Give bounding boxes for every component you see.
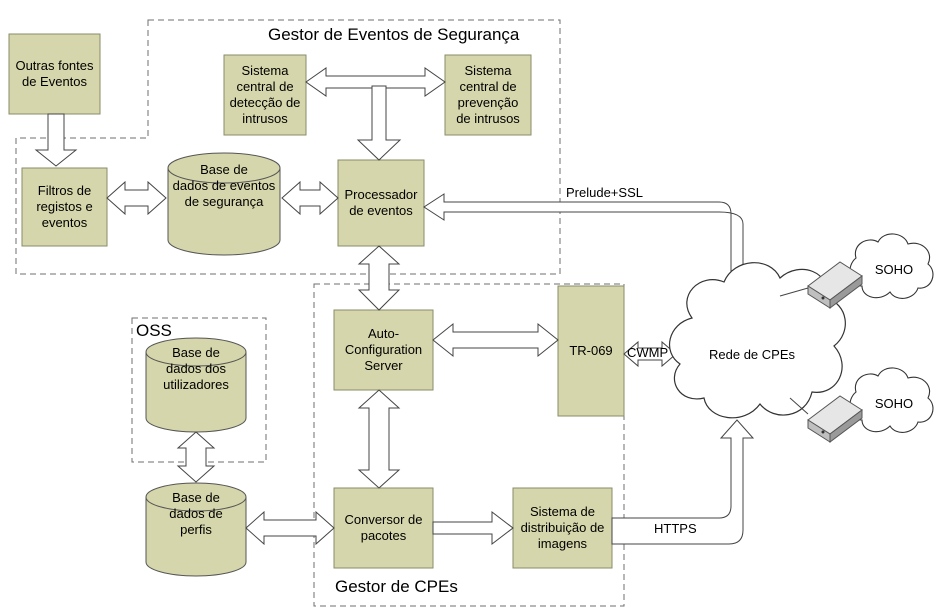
other-sources-label: Outras fontes de Eventos bbox=[15, 57, 94, 89]
packet-converter-box bbox=[333, 487, 434, 569]
filters-box bbox=[21, 167, 108, 247]
router-icon-2 bbox=[807, 395, 863, 443]
arrow-processor-acs bbox=[357, 245, 401, 311]
arrow-ids-ips-to-processor bbox=[356, 85, 402, 161]
oss-title: OSS bbox=[136, 321, 172, 340]
security-manager-title: Gestor de Eventos de Segurança bbox=[268, 25, 520, 44]
profiles-db-cylinder bbox=[145, 482, 247, 577]
arrow-eventdb-processor bbox=[281, 180, 339, 216]
ids-box bbox=[223, 54, 307, 136]
cwmp-label: CWMP bbox=[627, 345, 669, 360]
arrow-cloud-to-processor bbox=[423, 193, 744, 279]
link-cloud-router-1 bbox=[779, 287, 809, 297]
ips-label: Sistema central de prevenção de intrusos bbox=[456, 62, 520, 127]
image-distribution-label: Sistema de distribuição de imagens bbox=[520, 503, 605, 552]
arrow-filters-eventdb bbox=[106, 180, 167, 216]
arrow-distribution-to-cloud bbox=[611, 419, 755, 545]
soho-cloud-1 bbox=[849, 233, 934, 299]
cpe-network-label: Rede de CPEs bbox=[709, 346, 795, 362]
tr069-box bbox=[557, 285, 625, 417]
acs-box bbox=[333, 309, 434, 391]
tr069-label: TR-069 bbox=[569, 342, 613, 358]
cpe-network-cloud bbox=[669, 262, 846, 419]
soho-cloud-2 bbox=[849, 367, 934, 433]
arrow-ids-ips bbox=[305, 67, 446, 97]
prelude-ssl-label: Prelude+SSL bbox=[566, 185, 643, 200]
profiles-db-label: Base de dados de perfis bbox=[169, 489, 223, 538]
cpe-manager-title: Gestor de CPEs bbox=[335, 577, 458, 596]
image-distribution-box bbox=[512, 487, 613, 569]
ids-label: Sistema central de detecção de intrusos bbox=[229, 62, 301, 127]
filters-label: Filtros de registos e eventos bbox=[36, 182, 93, 231]
event-processor-box bbox=[337, 159, 425, 247]
packet-converter-label: Conversor de pacotes bbox=[344, 511, 423, 543]
arrow-acs-tr069 bbox=[432, 322, 559, 358]
cpe-manager-region bbox=[313, 283, 625, 607]
security-manager-region bbox=[15, 19, 561, 275]
users-db-label: Base de dados dos utilizadores bbox=[163, 344, 229, 393]
other-sources-box bbox=[8, 33, 101, 115]
soho-2-label: SOHO bbox=[874, 395, 914, 411]
event-db-cylinder bbox=[167, 152, 281, 256]
acs-label: Auto- Configuration Server bbox=[344, 325, 423, 374]
link-cloud-router-2 bbox=[789, 397, 809, 415]
arrow-sources-to-filters bbox=[34, 113, 78, 167]
users-db-cylinder bbox=[145, 337, 247, 433]
router-icon-1 bbox=[807, 261, 863, 309]
arrow-usersdb-profilesdb bbox=[176, 431, 216, 483]
event-processor-label: Processador de eventos bbox=[344, 186, 418, 218]
ips-box bbox=[444, 54, 532, 136]
arrow-converter-distribution bbox=[432, 510, 514, 546]
arrow-acs-converter bbox=[357, 389, 401, 489]
arrow-profilesdb-converter bbox=[245, 510, 335, 546]
https-label: HTTPS bbox=[654, 521, 697, 536]
soho-1-label: SOHO bbox=[874, 261, 914, 277]
event-db-label: Base de dados de eventos de segurança bbox=[172, 161, 276, 210]
